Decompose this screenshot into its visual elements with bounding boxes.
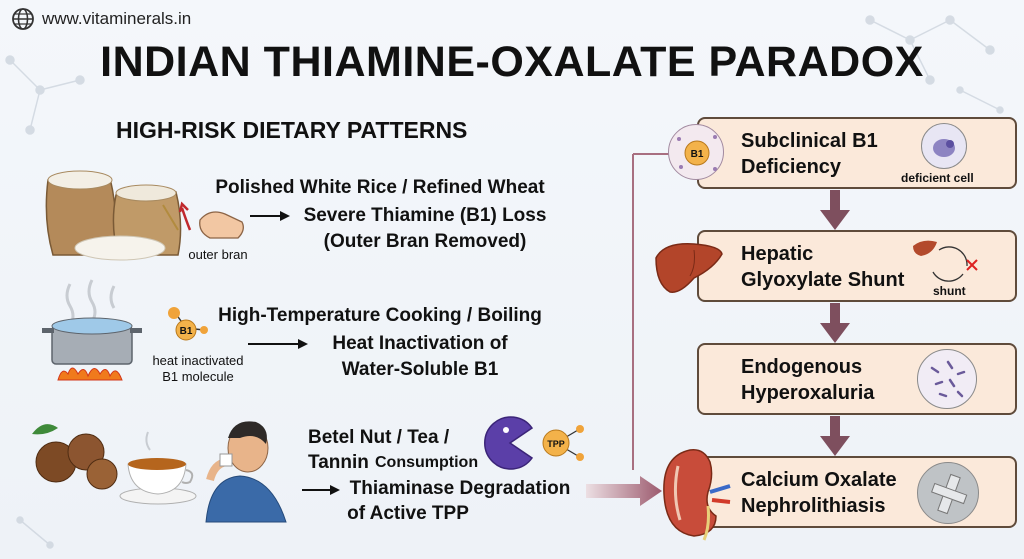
betel-nut-icon (30, 418, 122, 490)
b1-badge-label: B1 (691, 149, 704, 160)
cascade-box-glyoxylate: Hepatic Glyoxylate Shunt shunt (697, 230, 1017, 302)
risk3-line2: Thiaminase Degradation (349, 478, 571, 499)
rice-sacks-icon (38, 160, 188, 261)
cascade1-label-1: Subclinical B1 (741, 130, 878, 152)
website-link[interactable]: www.vitaminerals.in (42, 9, 192, 28)
risk2-arrow (248, 339, 308, 349)
person-drinking-icon (200, 418, 294, 523)
oxalate-crystals-icon (917, 349, 977, 409)
calcium-oxalate-crystal-icon (917, 462, 979, 524)
cascade4-label-2: Nephrolithiasis (741, 495, 886, 517)
tea-cup-icon (118, 428, 198, 508)
cascade-arrow-3 (820, 416, 850, 456)
cascade1-label-2: Deficiency (741, 156, 842, 178)
risk1-arrow (250, 211, 290, 221)
risk2-line1: High-Temperature Cooking / Boiling (218, 305, 542, 326)
cascade-arrow-2 (820, 303, 850, 343)
cascade3-label-1: Endogenous (741, 356, 863, 378)
kidney-icon (660, 446, 734, 541)
flow-arrow-to-deficiency (632, 147, 692, 470)
cascade-box-deficiency: Subclinical B1 Deficiency deficient cell (697, 117, 1017, 189)
risk1-line1: Polished White Rice / Refined Wheat (215, 177, 545, 198)
risk1-line2: Severe Thiamine (B1) Loss (303, 205, 547, 226)
shunt-caption: shunt (933, 284, 966, 298)
b1-molecule-caption: B1 molecule (162, 369, 234, 384)
risk3-line3: of Active TPP (347, 503, 469, 524)
globe-icon (11, 7, 35, 31)
hand-icon (178, 200, 250, 245)
risk3-line1a: Betel Nut / Tea / (308, 427, 450, 448)
risk3-line1b: Tannin (308, 452, 369, 473)
section-subtitle: HIGH-RISK DIETARY PATTERNS (116, 117, 468, 143)
cascade2-label-1: Hepatic (741, 243, 814, 265)
cascade3-label-2: Hyperoxaluria (741, 382, 875, 404)
page-title: INDIAN THIAMINE-OXALATE PARADOX (100, 38, 924, 86)
outer-bran-label: outer bran (188, 247, 248, 262)
deficient-cell-icon (921, 123, 967, 169)
flow-arrow-to-nephrolithiasis (586, 476, 662, 506)
shunt-cycle-icon (909, 236, 989, 290)
b1-molecule-icon: B1 (164, 306, 210, 344)
deficient-cell-caption: deficient cell (901, 171, 974, 185)
boiling-pot-icon (40, 278, 150, 384)
cascade-arrow-1 (820, 190, 850, 230)
cascade-box-hyperoxaluria: Endogenous Hyperoxaluria (697, 343, 1017, 415)
liver-icon (654, 240, 724, 296)
cascade2-label-2: Glyoxylate Shunt (741, 269, 905, 291)
heat-inactivated-label: heat inactivated (152, 353, 244, 368)
b1-molecule-label: B1 (180, 326, 193, 337)
tpp-molecule-label: TPP (547, 439, 565, 449)
cascade-box-nephrolithiasis: Calcium Oxalate Nephrolithiasis (697, 456, 1017, 528)
risk1-line3: (Outer Bran Removed) (323, 231, 527, 252)
risk2-line3: Water-Soluble B1 (341, 359, 499, 380)
risk3-arrow (302, 485, 340, 495)
pacman-enzyme-icon: TPP (484, 416, 588, 470)
risk3-line1c: Consumption (375, 454, 479, 471)
b1-cell-icon: B1 (668, 124, 724, 180)
risk2-line2: Heat Inactivation of (332, 333, 508, 354)
cascade4-label-1: Calcium Oxalate (741, 469, 897, 491)
